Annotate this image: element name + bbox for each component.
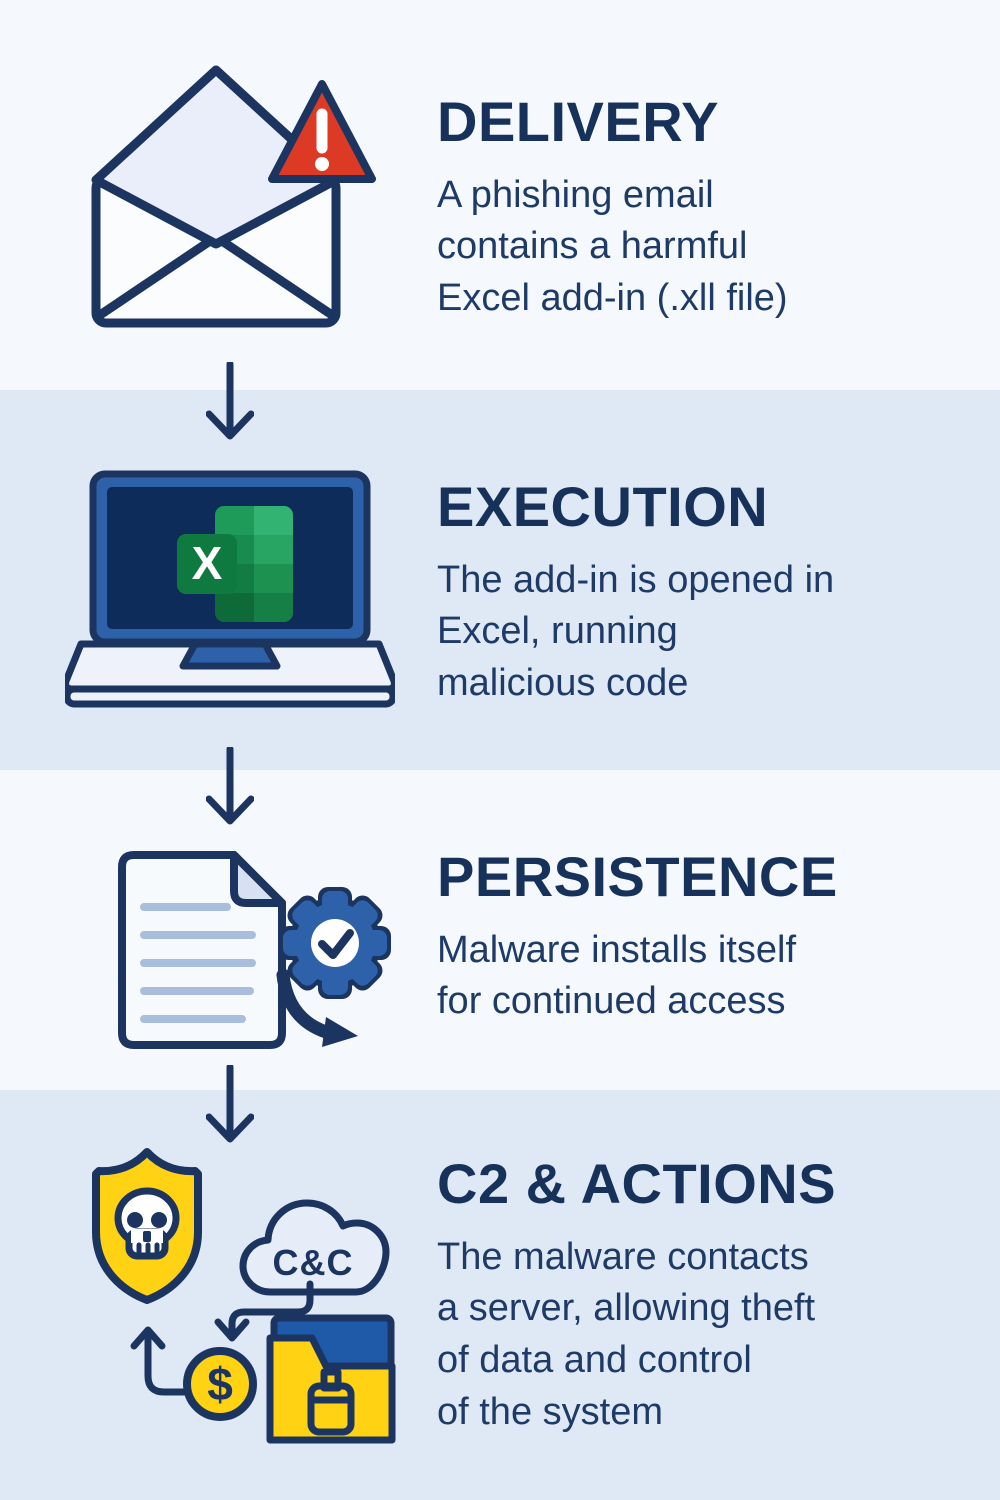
document-gear-icon: [118, 851, 391, 1049]
alert-triangle-icon: [268, 80, 376, 183]
shield-skull-icon: [92, 1148, 202, 1304]
stage-desc-execution: The add-in is opened in Excel, running m…: [437, 558, 835, 705]
dollar-symbol: $: [207, 1358, 233, 1410]
document-icon: [118, 851, 286, 1049]
envelope-alert-icon: [91, 65, 376, 328]
excel-x-letter: X: [192, 537, 223, 589]
arrow-cloud-to-coin-icon: [214, 1280, 314, 1342]
flow-arrow-down-icon: [206, 1065, 254, 1143]
gear-check-icon: [279, 887, 391, 999]
curved-arrow-icon: [276, 968, 358, 1047]
envelope-icon: [91, 65, 341, 328]
stage-title-persistence: PERSISTENCE: [437, 845, 838, 908]
stage-delivery: DELIVERY A phishing email contains a har…: [437, 90, 997, 325]
skull-icon: [114, 1187, 180, 1260]
stage-title-delivery: DELIVERY: [437, 90, 719, 153]
stage-desc-delivery: A phishing email contains a harmful Exce…: [437, 173, 788, 320]
cloud-c2-icon: C&C: [239, 1199, 390, 1296]
dollar-coin-icon: $: [183, 1347, 257, 1421]
laptop-excel-icon: X: [65, 470, 395, 708]
arrow-coin-to-shield-icon: [130, 1326, 190, 1396]
check-icon: [318, 929, 354, 959]
stage-desc-c2-actions: The malware contacts a server, allowing …: [437, 1235, 816, 1433]
lock-icon: [307, 1368, 355, 1436]
section-c2-band: [0, 1090, 1000, 1500]
stage-execution: EXECUTION The add-in is opened in Excel,…: [437, 475, 997, 710]
cc-label: C&C: [273, 1242, 354, 1283]
stage-c2-actions: C2 & ACTIONS The malware contacts a serv…: [437, 1152, 997, 1438]
c2-actions-icon-cluster: C&C $: [92, 1148, 396, 1444]
flow-arrow-down-icon: [206, 362, 254, 440]
stage-desc-persistence: Malware installs itself for continued ac…: [437, 928, 796, 1023]
stage-title-c2-actions: C2 & ACTIONS: [437, 1152, 837, 1215]
laptop-base: [65, 640, 395, 708]
folder-icon: [266, 1314, 396, 1444]
stage-persistence: PERSISTENCE Malware installs itself for …: [437, 845, 997, 1028]
excel-logo-icon: X: [177, 506, 293, 622]
stage-title-execution: EXECUTION: [437, 475, 769, 538]
flow-arrow-down-icon: [206, 747, 254, 825]
